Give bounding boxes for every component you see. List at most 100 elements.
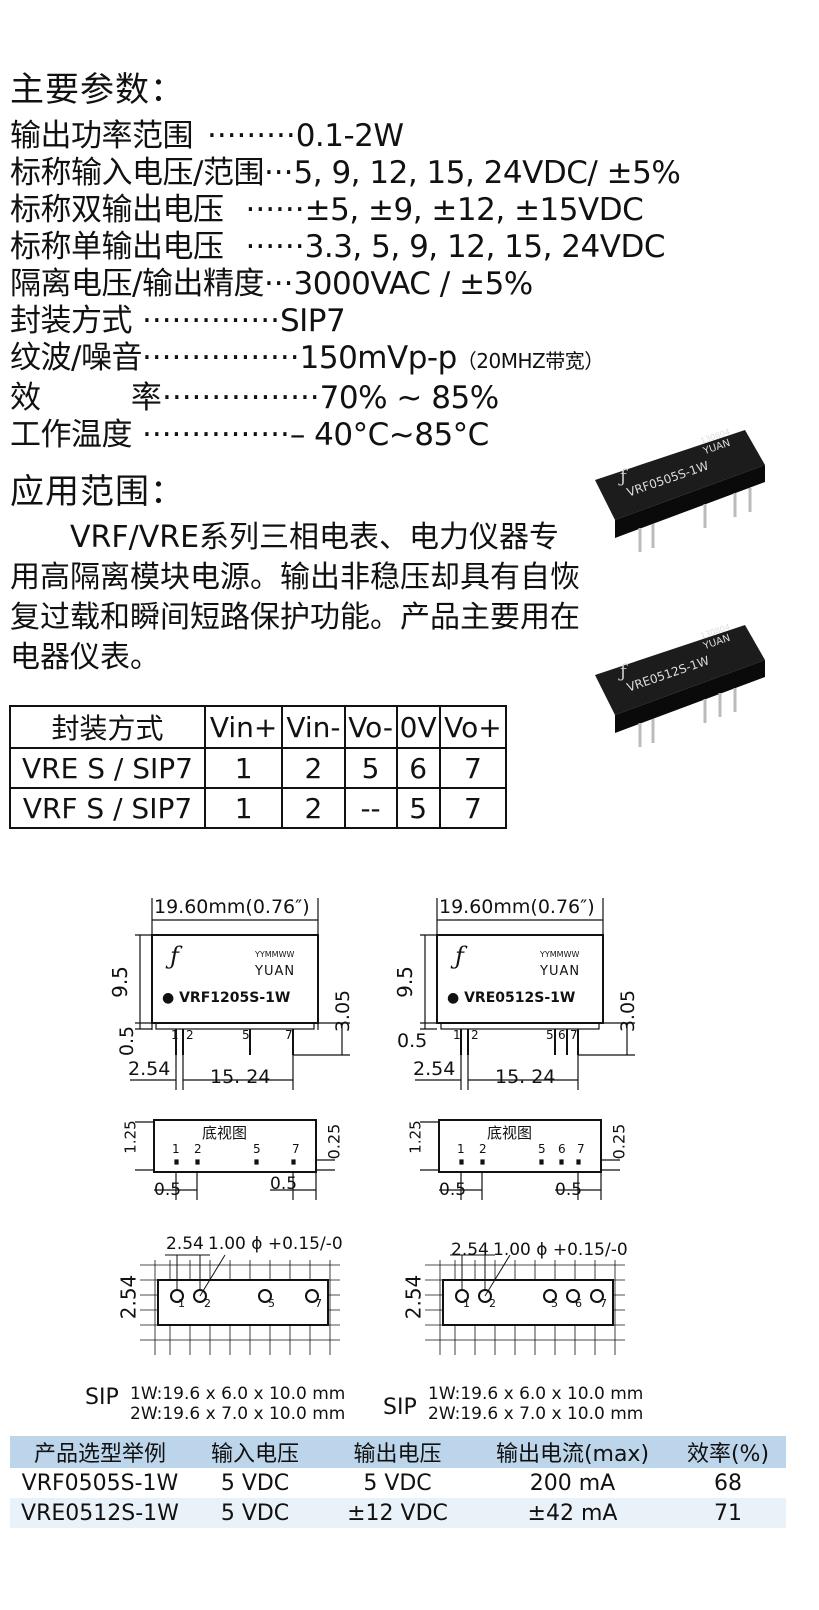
pin-label: 7	[285, 1028, 293, 1042]
hole-label: 1.00 ϕ +0.15/-0	[493, 1240, 628, 1260]
pin-cell: --	[343, 787, 398, 829]
product-cell: 5 VDC	[190, 1498, 320, 1528]
pitch-label: 2.54	[413, 1058, 456, 1080]
pin-label: 7	[315, 1297, 322, 1310]
pin-header-cell: 封装方式	[9, 705, 206, 749]
spec-row: 效 率················70% ~ 85%	[10, 380, 680, 417]
spec-value: SIP7	[279, 303, 346, 339]
sip-1w: 1W:19.6 x 6.0 x 10.0 mm	[428, 1384, 644, 1404]
pin-cell: 5	[343, 747, 398, 789]
spec-label: 输出功率范围	[10, 118, 194, 154]
product-cell: 68	[670, 1468, 786, 1498]
pin-label: 6	[575, 1297, 582, 1310]
spec-label: 工作温度	[10, 417, 133, 453]
spec-row: 纹波/噪音················150mVp-p（20MHZ带宽）	[10, 340, 680, 380]
spec-row: 标称双输出电压 ······±5, ±9, ±12, ±15VDC	[10, 192, 680, 229]
height-label: 9.5	[107, 966, 132, 998]
product-cell: 5 VDC	[320, 1468, 475, 1498]
pin-cell: VRF S / SIP7	[9, 787, 206, 829]
bottom-view-title: 底视图	[487, 1124, 533, 1142]
bottom-h1-label: 1.25	[121, 1120, 140, 1154]
spec-row: 标称单输出电压 ······3.3, 5, 9, 12, 15, 24VDC	[10, 229, 680, 266]
product-cell: 71	[670, 1498, 786, 1528]
spec-label: 效 率	[10, 380, 202, 416]
pin-label: 5	[268, 1297, 275, 1310]
product-cell: 200 mA	[475, 1468, 670, 1498]
pin-label: 5	[551, 1297, 558, 1310]
app-title: 应用范围：	[10, 472, 185, 512]
spec-value: 3.3, 5, 9, 12, 15, 24VDC	[304, 229, 666, 265]
chip-code: YYMMWW	[255, 950, 295, 959]
spec-label: 纹波/噪音	[10, 340, 142, 376]
span-label: 15. 24	[495, 1066, 556, 1088]
pin-label: 7	[600, 1297, 607, 1310]
grid-drawing-right: 2.54 1.00 ϕ +0.15/-0 2.54 1 2 5 6 7	[395, 1230, 655, 1375]
spec-label: 标称双输出电压	[10, 192, 224, 228]
logo-icon: ƒ	[170, 942, 179, 970]
pin-header-cell: Vo+	[438, 705, 508, 749]
pin-cell: 7	[438, 787, 508, 829]
bottom-left-label: 0.5	[154, 1180, 182, 1200]
grid-side-label: 2.54	[116, 1274, 141, 1320]
pin-header-cell: Vin-	[281, 705, 346, 749]
base-label: 0.5	[116, 1025, 139, 1057]
spec-value: 70% ~ 85%	[319, 380, 500, 416]
spec-dots: ······	[245, 192, 305, 228]
spec-value: 3000VAC / ±5%	[293, 266, 534, 302]
chip-model: ● VRF1205S-1W	[162, 990, 291, 1006]
spec-note: （20MHZ带宽）	[456, 349, 604, 373]
sip-label: SIP	[383, 1395, 417, 1420]
sip-2w: 2W:19.6 x 7.0 x 10.0 mm	[428, 1404, 644, 1424]
bottom-h1-label: 1.25	[406, 1120, 425, 1154]
pin-cell: 2	[281, 787, 346, 829]
pin-label: 7	[570, 1028, 578, 1042]
pin-cell: 1	[203, 787, 284, 829]
spec-dots: ······	[245, 229, 305, 265]
table-row: VRF S / SIP7 1 2 -- 5 7	[9, 787, 508, 829]
bottom-right-label: 0.5	[270, 1174, 298, 1194]
pin-cell: 2	[281, 747, 346, 789]
bottom-right-label: 0.5	[555, 1180, 583, 1200]
spec-label: 标称单输出电压	[10, 229, 224, 265]
pin-label: 6	[558, 1028, 566, 1042]
sip-1w: 1W:19.6 x 6.0 x 10.0 mm	[130, 1384, 346, 1404]
spec-dots: ···	[263, 266, 294, 302]
spec-row: 工作温度···············– 40°C~85°C	[10, 417, 680, 454]
pin-label: 5	[242, 1028, 250, 1042]
spec-value: ±5, ±9, ±12, ±15VDC	[304, 192, 644, 228]
pin-label: 5	[253, 1142, 261, 1156]
spec-list: 输出功率范围·········0.1-2W 标称输入电压/范围···5, 9, …	[10, 118, 681, 454]
spec-row: 标称输入电压/范围···5, 9, 12, 15, 24VDC/ ±5%	[10, 155, 681, 192]
pin-height-label: 3.05	[332, 989, 355, 1033]
spec-label: 隔离电压/输出精度	[10, 266, 264, 302]
chip-brand: YUAN	[255, 964, 296, 979]
product-table-header: 产品选型举例 输入电压 输出电压 输出电流(max) 效率(%)	[10, 1436, 786, 1468]
table-row: VRE0512S-1W 5 VDC ±12 VDC ±42 mA 71	[10, 1498, 786, 1528]
spec-dots: ···············	[142, 417, 290, 453]
product-cell: ±12 VDC	[320, 1498, 475, 1528]
width-label: 19.60mm(0.76″)	[439, 896, 595, 918]
spec-label: 封装方式	[10, 303, 133, 339]
grid-pitch-label: 2.54	[166, 1234, 204, 1254]
logo-icon: ƒ	[455, 942, 464, 970]
spec-value: – 40°C~85°C	[289, 417, 490, 453]
svg-text:ƒ: ƒ	[618, 661, 628, 682]
pin-header-cell: Vin+	[203, 705, 284, 749]
grid-side-label: 2.54	[401, 1274, 426, 1320]
spec-row: 隔离电压/输出精度···3000VAC / ±5%	[10, 266, 680, 303]
pin-header-cell: Vo-	[343, 705, 398, 749]
spec-value: 150mVp-p	[299, 340, 458, 376]
product-header-cell: 产品选型举例	[10, 1436, 190, 1468]
grid-drawing-left: 2.54 1.00 ϕ +0.15/-0 2.54 1 2 5 7	[110, 1230, 370, 1375]
pin-label: 1	[457, 1142, 465, 1156]
spec-value: 0.1-2W	[295, 118, 404, 154]
bottom-h2-label: 0.25	[324, 1123, 344, 1160]
chip-model: ● VRE0512S-1W	[447, 990, 576, 1006]
product-header-cell: 输入电压	[190, 1436, 320, 1468]
pin-cell: VRE S / SIP7	[9, 747, 206, 789]
pin-label: 2	[471, 1028, 479, 1042]
drawing-left: 19.60mm(0.76″) 9.5 0.5 3.05 ƒ YYMMWW YUA…	[107, 890, 370, 1260]
pin-label: 2	[204, 1297, 211, 1310]
table-row: VRF0505S-1W 5 VDC 5 VDC 200 mA 68	[10, 1468, 786, 1498]
pin-cell: 6	[395, 747, 441, 789]
